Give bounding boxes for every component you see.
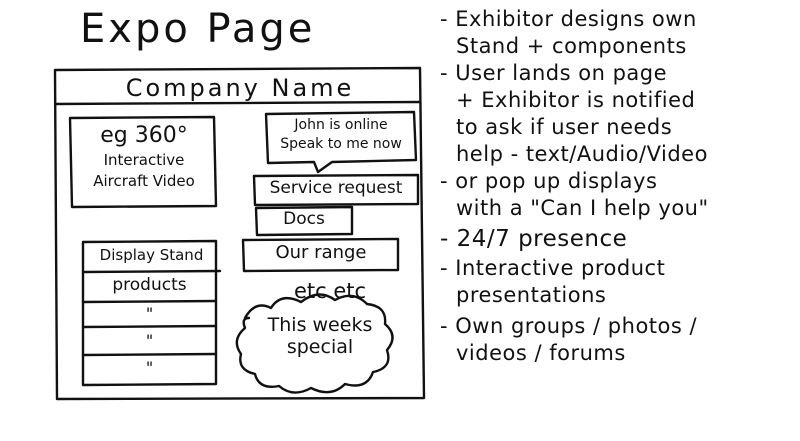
etc-text: etc etc: [293, 279, 367, 303]
display-stand-subheader: products: [112, 275, 187, 295]
video-line-2: Interactive: [103, 151, 185, 170]
special-line-1: This weeks: [267, 314, 373, 336]
note-line: to ask if user needs: [456, 115, 673, 139]
special-text[interactable]: This weeks special: [245, 314, 395, 358]
chat-bubble: [264, 110, 418, 174]
display-stand-row: ": [145, 304, 154, 323]
note-line: help - text/Audio/Video: [456, 142, 708, 166]
special-line-2: special: [286, 335, 354, 358]
chat-bubble-text: John is online Speak to me now: [268, 118, 414, 151]
note-line: presentations: [456, 283, 607, 307]
display-stand-rule-3: [81, 324, 218, 329]
video-box: [68, 115, 218, 209]
chat-line-1: John is online: [294, 117, 388, 133]
display-stand-rule-1: [81, 269, 222, 274]
note-line: - User lands on page: [440, 61, 668, 85]
special-burst: [235, 293, 394, 394]
note-line: Stand + components: [456, 34, 687, 58]
display-stand-header: Display Stand: [99, 246, 204, 264]
display-stand-table: [81, 239, 218, 387]
note-line: with a "Can I help you": [456, 196, 709, 220]
service-request-button[interactable]: Service request: [269, 178, 403, 198]
note-line: - or pop up displays: [440, 169, 658, 193]
page-frame: [53, 66, 426, 401]
header-rule: [53, 100, 422, 106]
note-line: + Exhibitor is notified: [456, 88, 696, 112]
our-range-box: [241, 237, 400, 273]
docs-box: [254, 205, 354, 237]
note-item: - or pop up displays with a "Can I help …: [440, 168, 795, 222]
note-line: - Own groups / photos /: [440, 314, 698, 338]
video-box-text: eg 360° Interactive Aircraft Video: [72, 124, 216, 190]
note-item: - Own groups / photos / videos / forums: [440, 313, 795, 367]
docs-button[interactable]: Docs: [283, 209, 325, 229]
note-item: - 24/7 presence: [440, 226, 795, 253]
notes-list: - Exhibitor designs own Stand + componen…: [440, 6, 795, 367]
our-range-button[interactable]: Our range: [275, 242, 367, 263]
service-request-box: [252, 173, 420, 207]
note-line: - Interactive product: [440, 256, 666, 280]
note-item: - Interactive product presentations: [440, 255, 795, 309]
note-item: - Exhibitor designs own Stand + componen…: [440, 6, 795, 60]
page-title: Expo Page: [80, 6, 316, 52]
chat-line-2: Speak to me now: [280, 135, 402, 152]
note-item: - User lands on page + Exhibitor is noti…: [440, 60, 795, 168]
display-stand-row: ": [145, 331, 154, 350]
company-name: Company Name: [125, 74, 355, 102]
video-line-3: Aircraft Video: [93, 171, 195, 190]
display-stand-rule-2: [81, 299, 218, 304]
note-line: videos / forums: [456, 341, 626, 365]
video-line-1: eg 360°: [100, 123, 188, 148]
note-line: - Exhibitor designs own: [440, 7, 697, 31]
display-stand-row: ": [145, 358, 154, 377]
note-line: - 24/7 presence: [440, 226, 628, 252]
display-stand-rule-4: [81, 352, 218, 357]
